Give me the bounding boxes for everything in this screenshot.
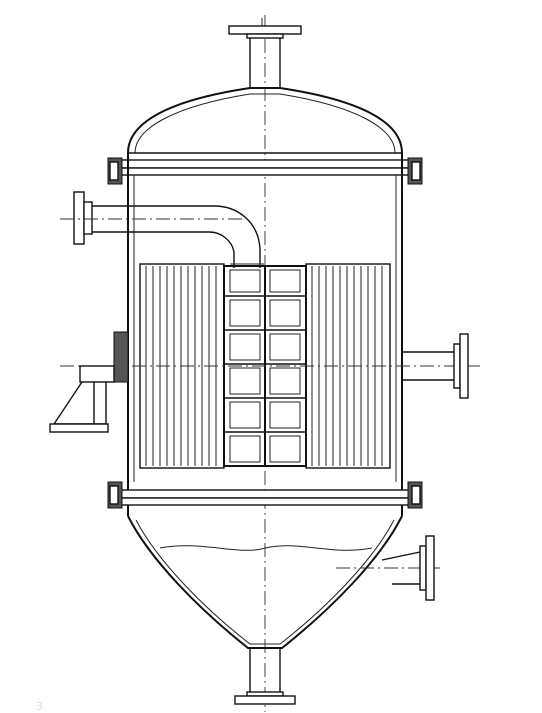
top-outlet-nozzle [228,18,302,88]
bottom-body-flange [107,481,423,509]
conical-bottom [127,505,403,649]
corner-mark: 3 [36,700,43,713]
left-support-bracket [49,331,129,433]
lower-side-nozzle [336,535,440,601]
inlet-pipe-elbow [60,191,264,268]
bottom-drain-nozzle [234,648,296,705]
top-dished-head [127,87,403,154]
right-side-nozzle [402,333,469,399]
cylindrical-shell [127,153,403,490]
top-body-flange [107,157,423,185]
